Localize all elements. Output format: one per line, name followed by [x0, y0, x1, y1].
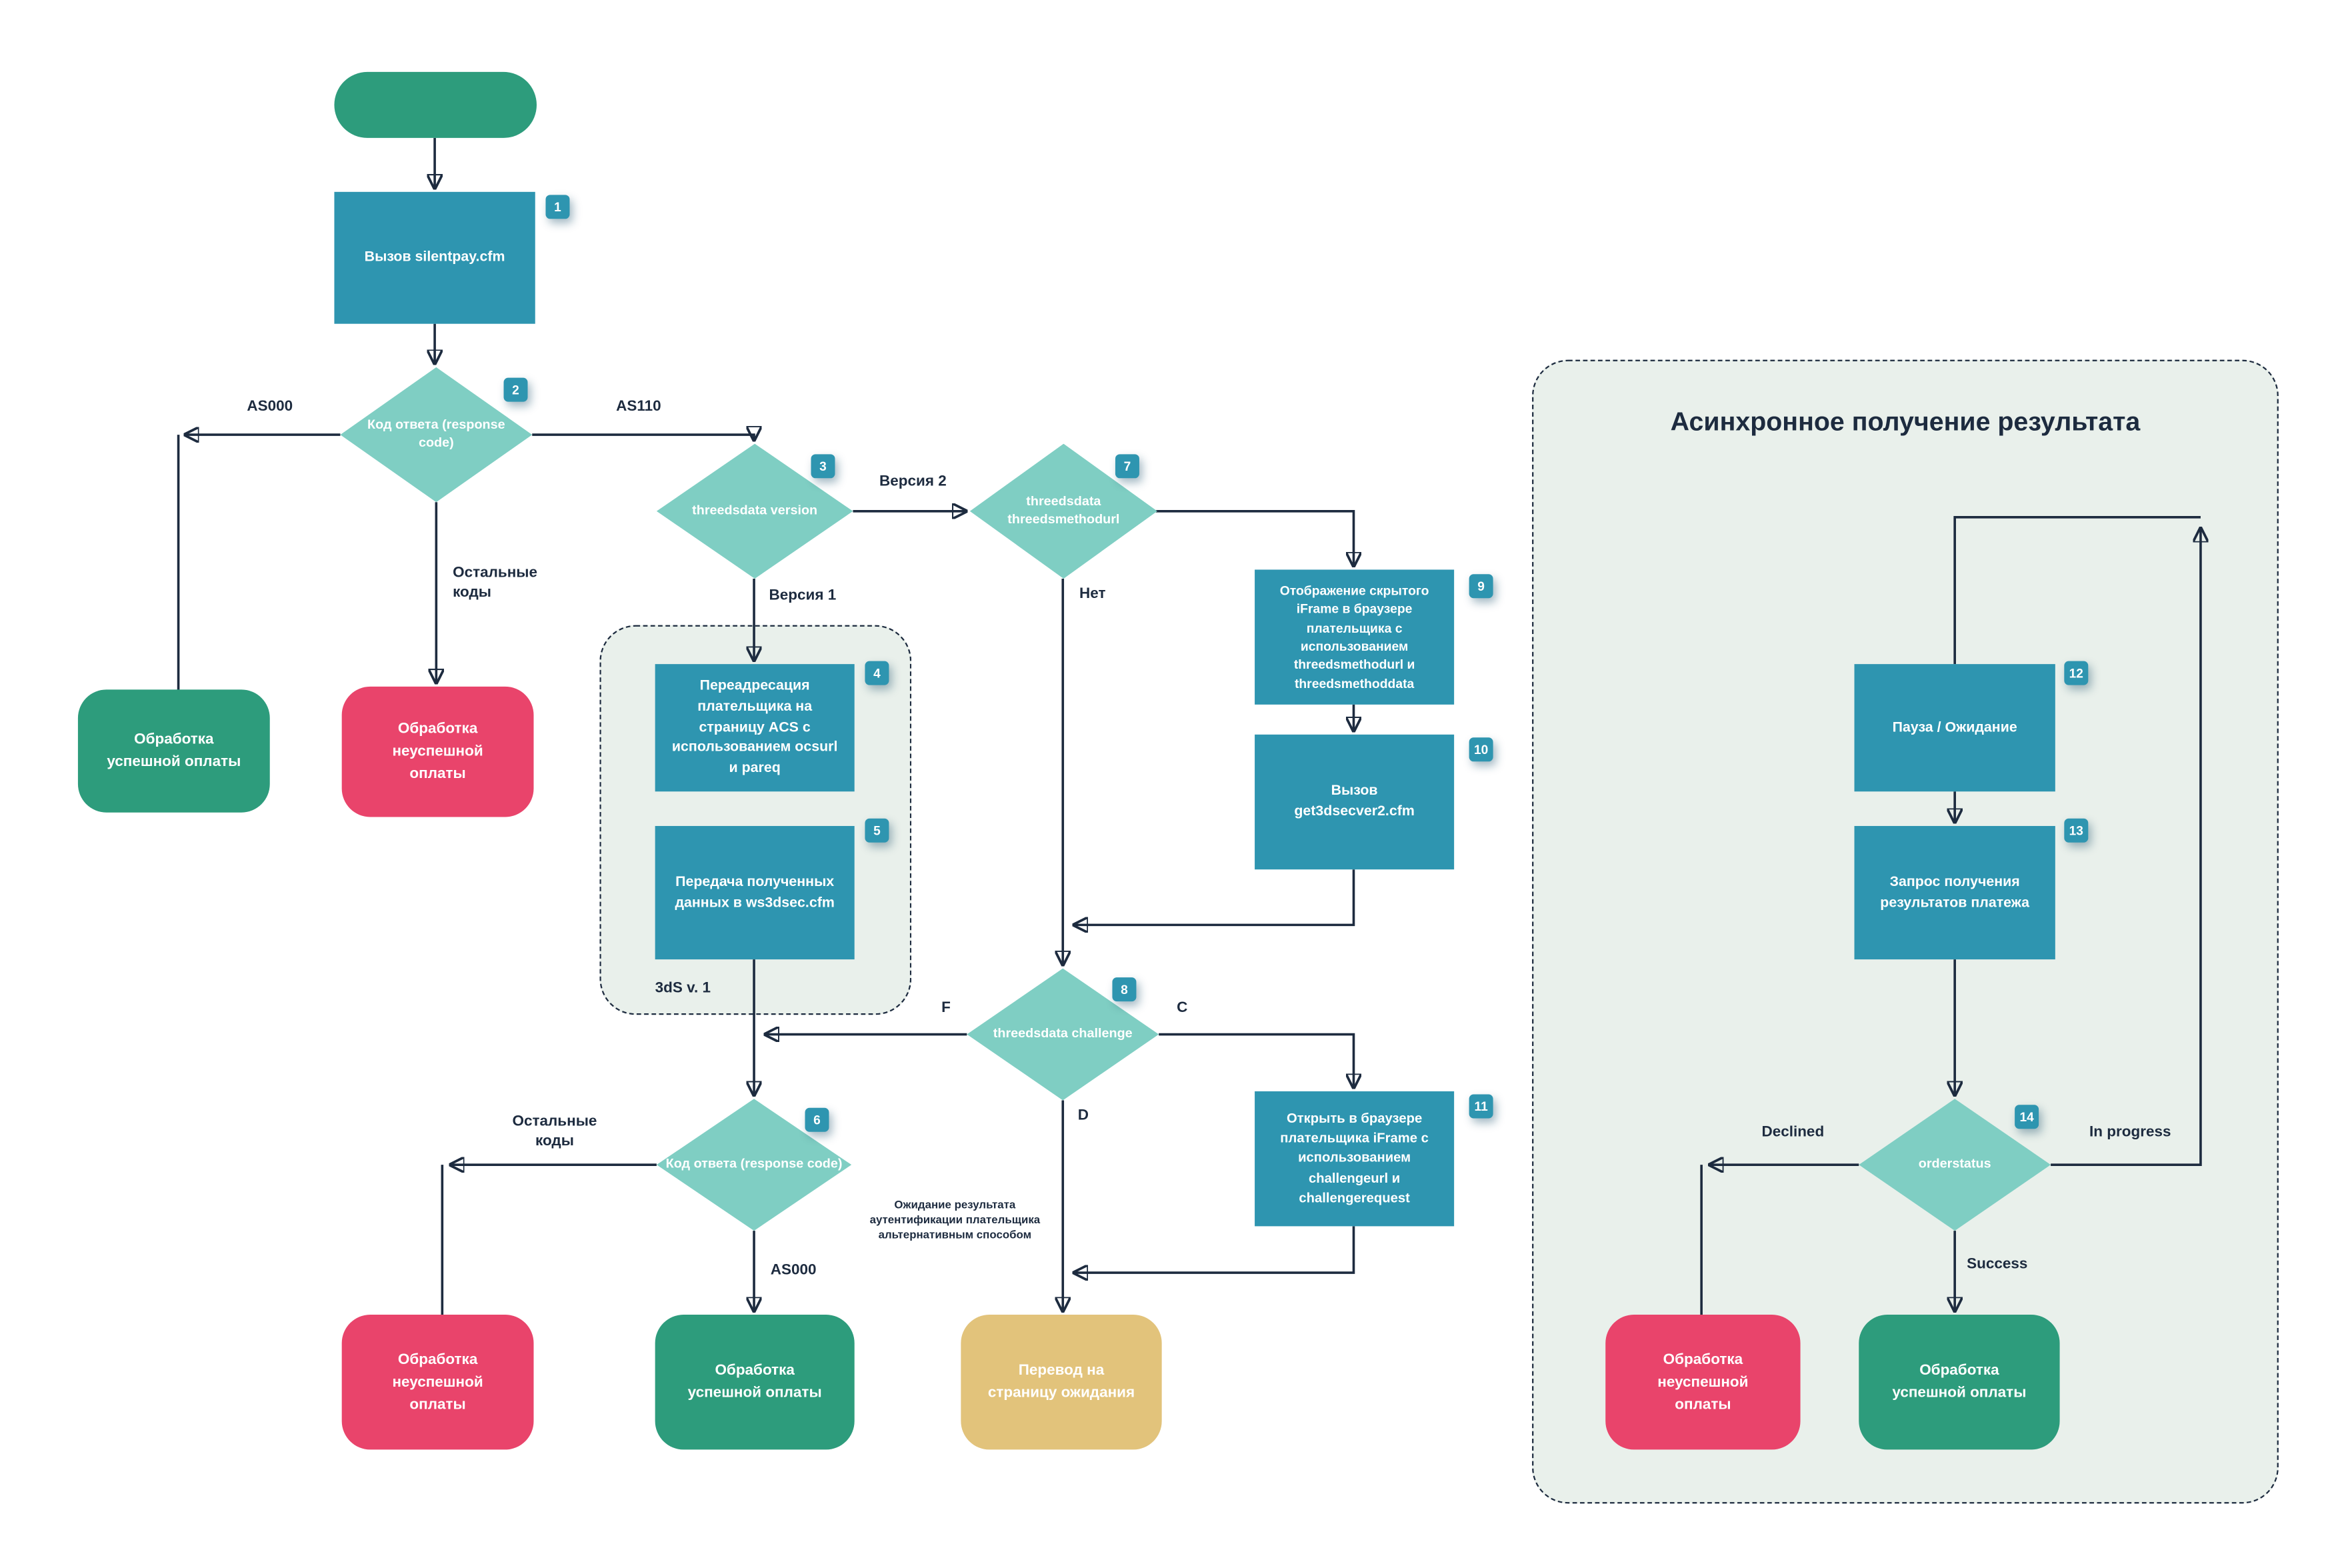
decision-response-code-bottom-label: Код ответа (response code)	[665, 1155, 843, 1171]
node-success-payment-bottom-label: Обработка успешной оплаты	[687, 1362, 822, 1402]
decision-response-code-top-label: Код ответа (response code)	[367, 417, 505, 450]
edge-label-version2: Версия 2	[879, 473, 947, 491]
badge-step-1: 1	[545, 195, 570, 219]
node-pause-wait: Пауза / Ожидание	[1854, 664, 2055, 792]
node-send-ws3dsec: Передача полученных данных в ws3dsec.cfm	[655, 825, 855, 960]
decision-threedsmethodurl-label: threedsdata threedsmethodurl	[1007, 493, 1120, 527]
edge-label-c: C	[1177, 999, 1188, 1017]
start-node	[334, 71, 537, 138]
badge-step-12: 12	[2064, 661, 2089, 685]
decision-threedsdata-challenge-label: threedsdata challenge	[993, 1025, 1133, 1041]
edge-get3dsecver2-join	[1075, 869, 1355, 925]
edge-label-f: F	[941, 999, 951, 1017]
node-success-payment-left: Обработка успешной оплаты	[77, 689, 270, 813]
edge-methodurl-yes-to-iframe	[1155, 509, 1354, 565]
edge-label-no: Нет	[1079, 586, 1106, 603]
node-request-payment-results-label: Запрос получения результатов платежа	[1880, 873, 2030, 911]
badge-step-3: 3	[811, 454, 835, 479]
badge-step-8: 8	[1112, 977, 1137, 1002]
badge-step-4: 4	[865, 661, 889, 685]
node-failed-payment-async: Обработка неуспешной оплаты	[1605, 1315, 1801, 1450]
node-redirect-acs: Переадресация плательщика на страницу AC…	[655, 664, 855, 792]
edge-label-declined: Declined	[1761, 1124, 1825, 1141]
edge-label-version1: Версия 1	[769, 587, 837, 605]
group-3ds-v1-label: 3dS v. 1	[655, 980, 711, 997]
badge-step-9: 9	[1469, 574, 1493, 599]
edge-label-as000-top: AS000	[247, 399, 293, 415]
node-call-silentpay-label: Вызов silentpay.cfm	[364, 249, 505, 266]
node-hidden-iframe-label: Отображение скрытого iFrame в браузере п…	[1279, 582, 1429, 691]
edge-note-alt-auth-wait: Ожидание результата аутентификации плате…	[869, 1197, 1041, 1242]
node-failed-payment-async-label: Обработка неуспешной оплаты	[1657, 1351, 1749, 1413]
node-success-payment-left-label: Обработка успешной оплаты	[107, 731, 241, 771]
badge-step-11: 11	[1469, 1094, 1493, 1119]
badge-step-10: 10	[1469, 737, 1493, 762]
node-call-get3dsecver2-label: Вызов get3dsecver2.cfm	[1294, 783, 1415, 820]
badge-step-7: 7	[1115, 454, 1139, 479]
node-success-payment-bottom: Обработка успешной оплаты	[655, 1315, 855, 1450]
node-send-ws3dsec-label: Передача полученных данных в ws3dsec.cfm	[675, 873, 835, 911]
node-wait-page: Перевод на страницу ожидания	[961, 1315, 1162, 1450]
edge-label-success: Success	[1967, 1256, 2028, 1273]
edge-label-other-codes-bottom: Остальные коды	[512, 1113, 597, 1150]
node-success-payment-async-label: Обработка успешной оплаты	[1892, 1362, 2027, 1402]
edge-label-as000-bottom: AS000	[770, 1262, 817, 1279]
node-failed-payment-bottom: Обработка неуспешной оплаты	[341, 1315, 534, 1450]
node-failed-payment-top-label: Обработка неуспешной оплаты	[392, 721, 483, 783]
badge-step-14: 14	[2015, 1105, 2039, 1129]
node-open-challenge-iframe: Открыть в браузере плательщика iFrame с …	[1255, 1091, 1455, 1227]
edge-challenge-iframe-join	[1075, 1226, 1355, 1273]
node-redirect-acs-label: Переадресация плательщика на страницу AC…	[671, 677, 838, 777]
badge-step-5: 5	[865, 818, 889, 843]
decision-orderstatus-label: orderstatus	[1918, 1155, 1991, 1171]
node-failed-payment-bottom-label: Обработка неуспешной оплаты	[392, 1351, 483, 1413]
node-wait-page-label: Перевод на страницу ожидания	[987, 1362, 1135, 1402]
edge-label-in-progress: In progress	[2089, 1124, 2171, 1141]
badge-step-2: 2	[503, 377, 528, 402]
decision-threedsdata-version-label: threedsdata version	[692, 502, 818, 517]
edge-label-d: D	[1077, 1107, 1089, 1125]
node-failed-payment-top: Обработка неуспешной оплаты	[341, 686, 534, 817]
edge-challenge-c	[1159, 1033, 1353, 1087]
badge-step-13: 13	[2064, 818, 2089, 843]
group-async-title: Асинхронное получение результата	[1670, 406, 2141, 437]
edge-responsecode-as110	[532, 435, 754, 439]
badge-step-6: 6	[805, 1107, 829, 1132]
node-success-payment-async: Обработка успешной оплаты	[1859, 1315, 2060, 1450]
node-call-silentpay: Вызов silentpay.cfm	[334, 191, 535, 324]
node-hidden-iframe: Отображение скрытого iFrame в браузере п…	[1255, 569, 1455, 705]
node-request-payment-results: Запрос получения результатов платежа	[1854, 825, 2055, 960]
edge-label-as110: AS110	[616, 399, 661, 415]
node-call-get3dsecver2: Вызов get3dsecver2.cfm	[1255, 734, 1455, 870]
node-open-challenge-iframe-label: Открыть в браузере плательщика iFrame с …	[1280, 1111, 1429, 1205]
edge-label-other-codes-top: Остальные коды	[453, 565, 538, 601]
node-pause-wait-label: Пауза / Ожидание	[1892, 719, 2017, 736]
